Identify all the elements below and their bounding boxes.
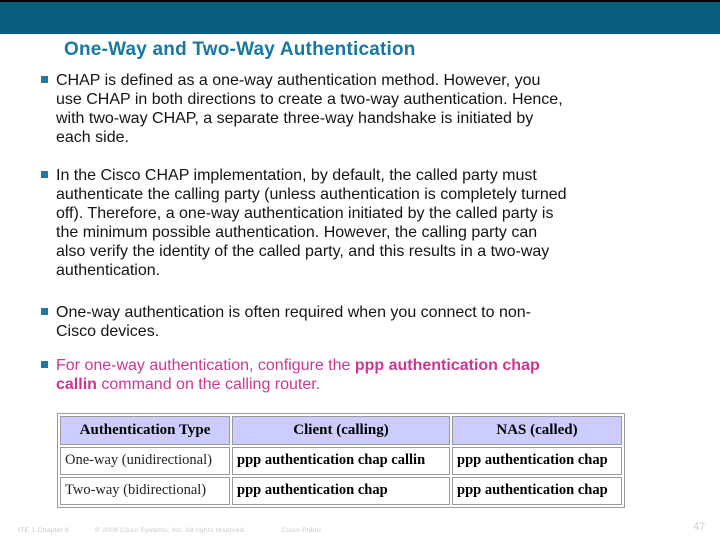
cell-nas-command: ppp authentication chap <box>452 447 622 475</box>
bullet-item-2: In the Cisco CHAP implementation, by def… <box>41 166 701 280</box>
table-row: One-way (unidirectional) ppp authenticat… <box>60 447 622 475</box>
bullet-square-icon <box>41 308 48 315</box>
text-line: authentication. <box>56 262 161 279</box>
header-cell-client: Client (calling) <box>232 416 450 445</box>
cell-auth-type: Two-way (bidirectional) <box>60 477 230 505</box>
top-edge-strip <box>0 0 720 2</box>
table-header-row: Authentication Type Client (calling) NAS… <box>60 416 622 445</box>
page-number: 47 <box>693 521 706 533</box>
header-accent-bar <box>0 2 720 34</box>
cell-nas-command: ppp authentication chap <box>452 477 622 505</box>
bullet-item-4: For one-way authentication, configure th… <box>41 356 701 394</box>
text-line: each side. <box>56 129 129 146</box>
cell-auth-type: One-way (unidirectional) <box>60 447 230 475</box>
bullet-square-icon <box>41 76 48 83</box>
bullet-text: CHAP is defined as a one-way authenticat… <box>56 71 563 147</box>
table-row: Two-way (bidirectional) ppp authenticati… <box>60 477 622 505</box>
text-line: One-way authentication is often required… <box>56 304 531 321</box>
text-line: Cisco devices. <box>56 323 160 340</box>
text-line: CHAP is defined as a one-way authenticat… <box>56 72 541 89</box>
text-line: authenticate the calling party (unless a… <box>56 186 567 203</box>
command-bold-text: callin <box>56 376 97 393</box>
text-line: callin command on the calling router. <box>56 375 540 394</box>
command-outro-text: command on the calling router. <box>96 376 321 393</box>
text-line: In the Cisco CHAP implementation, by def… <box>56 167 537 184</box>
text-line: For one-way authentication, configure th… <box>56 356 540 375</box>
cell-client-command: ppp authentication chap <box>232 477 450 505</box>
text-line: off). Therefore, a one-way authenticatio… <box>56 205 554 222</box>
auth-table: Authentication Type Client (calling) NAS… <box>57 413 625 508</box>
bullet-square-icon <box>41 171 48 178</box>
command-bold-text: ppp authentication chap <box>354 357 540 374</box>
bullet-text: One-way authentication is often required… <box>56 303 531 341</box>
page-title: One-Way and Two-Way Authentication <box>64 39 416 60</box>
footer-chapter: ITE 1 Chapter 6 <box>18 527 69 534</box>
command-intro-text: For one-way authentication, configure th… <box>56 357 355 374</box>
text-line: use CHAP in both directions to create a … <box>56 91 563 108</box>
footer-classification: Cisco Public <box>282 527 322 534</box>
bullet-square-icon <box>41 361 48 368</box>
text-line: with two-way CHAP, a separate three-way … <box>56 110 534 127</box>
bullet-list: CHAP is defined as a one-way authenticat… <box>41 71 701 394</box>
bullet-item-3: One-way authentication is often required… <box>41 303 701 341</box>
bullet-text-command: For one-way authentication, configure th… <box>56 356 540 394</box>
text-line: also verify the identity of the called p… <box>56 243 550 260</box>
header-cell-auth-type: Authentication Type <box>60 416 230 445</box>
text-line: the minimum possible authentication. How… <box>56 224 538 241</box>
footer-copyright: © 2006 Cisco Systems, Inc. All rights re… <box>95 527 246 534</box>
header-cell-nas: NAS (called) <box>452 416 622 445</box>
cell-client-command: ppp authentication chap callin <box>232 447 450 475</box>
bullet-item-1: CHAP is defined as a one-way authenticat… <box>41 71 701 147</box>
bullet-text: In the Cisco CHAP implementation, by def… <box>56 166 567 280</box>
